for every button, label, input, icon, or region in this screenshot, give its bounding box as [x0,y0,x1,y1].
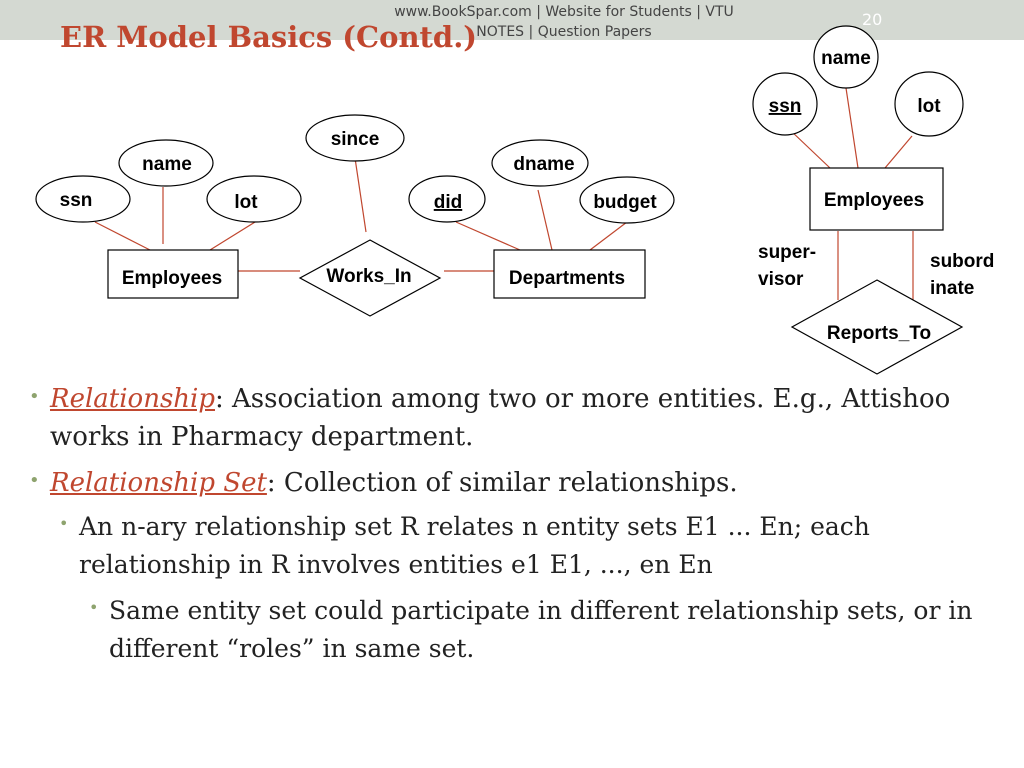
role-supervisor-label-1: super- [758,242,816,263]
term-relationship-set: Relationship Set [50,468,267,498]
bullet-marker: • [29,470,40,491]
attr-name-label: name [142,154,192,175]
attr-dname-label: dname [513,154,574,175]
role-subordinate-label-2: inate [930,278,974,299]
diagram-right-labels: name ssn lot Employees super- visor subo… [758,48,994,344]
entity-departments-label: Departments [509,268,625,289]
bullet-text: Association among two or more entities. … [50,384,951,452]
attr-lot-label: lot [234,192,258,213]
diagram-right [752,25,964,375]
attr-dname-shape [491,139,589,187]
bullet-roles: Same entity set could participate in dif… [109,596,973,663]
relationship-works-in-label: Works_In [326,266,411,287]
attr-ssn-label-right: ssn [769,96,802,117]
attr-name-label-right: name [821,48,871,69]
entity-employees-label: Employees [122,268,222,289]
entity-employees-shape [107,249,239,299]
entity-employees-label-right: Employees [824,190,924,211]
bullet-marker: • [89,598,99,617]
role-subordinate-label-1: subord [930,251,994,272]
entity-employees-shape-right [809,167,944,231]
attr-since-label: since [331,129,380,150]
relationship-reports-to-label: Reports_To [827,323,931,344]
diagram-connectors [94,87,914,300]
attr-ssn-label: ssn [60,190,93,211]
term-colon: : [215,384,224,414]
attr-lot-shape-right [894,71,964,137]
attr-ssn-shape-right [752,72,818,136]
attr-ssn-shape [35,175,131,223]
term-colon: : [266,468,276,498]
role-supervisor-label-2: visor [758,269,804,290]
attr-did-shape [408,175,486,223]
bullet-marker: • [29,386,40,407]
attr-budget-shape [579,176,675,224]
bullet-marker: • [59,514,69,533]
attr-name-shape [118,139,214,187]
attr-lot-label-right: lot [917,96,941,117]
bullet-n-ary: An n-ary relationship set R relates n en… [79,512,870,579]
slide-number: 20 [862,10,883,29]
attr-since-shape [305,114,405,162]
bullet-text: Collection of similar relationships. [275,468,738,498]
relationship-reports-to-shape [790,279,964,375]
bullet-relationship-set: Relationship Set: Collection of similar … [50,464,1000,502]
relationship-works-in-shape [298,239,442,317]
entity-departments-shape [493,249,646,299]
diagram-left-labels: since name dname ssn lot did budget Empl… [60,129,658,289]
bullet-list: • Relationship: Association among two or… [0,380,1024,680]
attr-name-shape-right [813,25,879,89]
attr-did-label: did [434,192,463,213]
attr-lot-shape [206,175,302,223]
bullet-relationship: Relationship: Association among two or m… [50,380,1000,456]
diagram-left [35,114,675,317]
term-relationship: Relationship [50,384,215,414]
site-banner: www.BookSpar.com | Website for Students … [394,4,734,40]
attr-budget-label: budget [593,192,657,213]
slide-title: ER Model Basics (Contd.) [60,20,478,54]
